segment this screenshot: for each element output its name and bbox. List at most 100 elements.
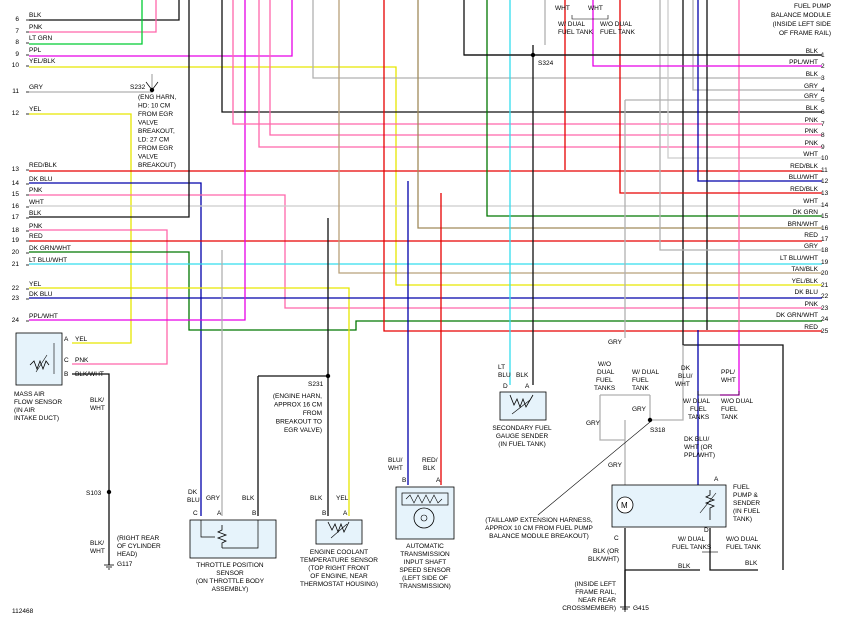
atss-winding [405, 494, 443, 504]
pump-blk2: BLK [745, 560, 758, 567]
wire-l24-pplwht [29, 0, 246, 321]
wire-top-gry2 [692, 0, 822, 91]
wire-top-tan [338, 0, 822, 274]
wire-l15-pnk [29, 194, 822, 309]
right-pin-number: 15 [821, 213, 829, 220]
s232-note-line: (ENG HARN, [138, 94, 176, 101]
ect-title-4: OF ENGINE, NEAR [310, 573, 368, 580]
g117-note-3: HEAD) [117, 551, 137, 558]
gry-callout [537, 421, 651, 516]
right-pin-label: BLK [806, 71, 819, 78]
right-pin-number: 5 [821, 97, 825, 104]
left-pin-label: RED/BLK [29, 162, 57, 169]
splice-s324: S324 [530, 52, 554, 67]
tps-title-2: SENSOR [216, 570, 244, 577]
module-title-line4: OF FRAME RAIL) [779, 30, 831, 37]
g415-note-2: FRAME RAIL, [575, 589, 616, 596]
tps-title-1: THROTTLE POSITION [196, 562, 263, 569]
right-pin-label: BLK [806, 105, 819, 112]
wires [29, 0, 822, 610]
right-pin-label: WHT [803, 151, 818, 158]
left-pin-number: 14 [12, 180, 20, 187]
gry-wodual-4: TANKS [594, 385, 616, 392]
pump-pin-c: C [614, 535, 619, 542]
sec-title-2: GAUGE SENDER [496, 433, 549, 440]
pump-wdual-1: W/ DUAL [678, 536, 705, 543]
s103-label: S103 [86, 490, 102, 497]
wire-pump-d [709, 528, 758, 571]
top-dual-2: FUEL TANK [558, 29, 594, 36]
sec-pin-a: A [525, 383, 530, 390]
maf-pin-b-wire: BLK/WHT [75, 371, 104, 378]
right-pin-label: RED [804, 324, 818, 331]
right-pin-label: YEL/BLK [792, 278, 819, 285]
right-pin-number: 2 [821, 63, 825, 70]
right-pin-number: 9 [821, 144, 825, 151]
wire-top-pnk1 [232, 0, 822, 125]
right-pin-label: BLK [806, 48, 819, 55]
left-pin-number: 12 [12, 110, 20, 117]
wire-top-blk-right [682, 0, 784, 570]
top-bracket [571, 15, 609, 20]
left-pin-label: LT BLU/WHT [29, 257, 67, 264]
maf-pin-c-wire: PNK [75, 357, 89, 364]
pump-title-4: (IN FUEL [733, 508, 760, 515]
maf-title-1: MASS AIR [14, 391, 45, 398]
left-pin-label: DK BLU [29, 176, 53, 183]
pump-c-wire-1: BLK (OR [593, 548, 619, 555]
right-pin-number: 14 [821, 202, 829, 209]
splice-s318: S318 [647, 417, 666, 434]
wire-top-blu-right [697, 0, 822, 182]
atss-wire-a-2: BLK [423, 465, 436, 472]
s232-note-line: LD: 27 CM [138, 137, 169, 144]
atss-title-4: SPEED SENSOR [399, 567, 451, 574]
gry-wodual-3: FUEL [596, 377, 613, 384]
pump-c-wire-2: BLK/WHT) [588, 556, 619, 563]
atss-box [395, 486, 455, 540]
tps-pin-c: C [193, 510, 198, 517]
gry-below: GRY [608, 462, 623, 469]
right-pin-label: RED/BLK [790, 163, 818, 170]
module-title-line1: FUEL PUMP [794, 3, 831, 10]
maf-gnd-wire2-1: BLK/ [90, 540, 104, 547]
tps-wire-c-2: BLU [187, 497, 200, 504]
gry-wdual-2: FUEL [632, 377, 649, 384]
pump-wdual-1: W/ DUAL [683, 398, 710, 405]
left-pin-number: 16 [12, 203, 20, 210]
g415-label: G415 [633, 605, 649, 612]
gry-left: GRY [586, 420, 601, 427]
left-pin-number: 9 [15, 51, 19, 58]
pump-wodual-2: FUEL [721, 406, 738, 413]
wire-l10-yelblk [29, 66, 822, 286]
right-pin-label: PPL/WHT [789, 59, 818, 66]
wire-top-gry1 [312, 0, 822, 79]
wire-l9-ppl [29, 0, 293, 57]
left-pin-number: 17 [12, 214, 20, 221]
module-title-line3: (INSIDE LEFT SIDE [773, 21, 832, 28]
right-pin-number: 4 [821, 87, 825, 94]
s231-dot [325, 373, 331, 379]
gry-top: GRY [608, 339, 623, 346]
sec-title-1: SECONDARY FUEL [492, 425, 552, 432]
gry-wdual-1: W/ DUAL [632, 369, 659, 376]
atss-wire-b-2: WHT [388, 465, 403, 472]
right-pin-number: 7 [821, 121, 825, 128]
right-pin-number: 20 [821, 270, 829, 277]
taillamp-note: (TAILLAMP EXTENSION HARNESS, APPROX 10 C… [485, 517, 593, 540]
taillamp-note-1: (TAILLAMP EXTENSION HARNESS, [485, 517, 593, 524]
right-pin-number: 24 [821, 316, 829, 323]
wire-top-blk1 [221, 0, 822, 113]
s232-note-line: FROM EGR [138, 111, 173, 118]
wire-top-red [383, 0, 822, 332]
wire-top-brnwht [417, 0, 822, 229]
wire-l6-blk [29, 0, 180, 21]
right-pin-label: PNK [805, 128, 819, 135]
wire-top-pnk2 [258, 0, 822, 148]
maf-gnd-wire2-2: WHT [90, 548, 105, 555]
atss-title-5: (LEFT SIDE OF [402, 575, 448, 582]
wire-l8-ltgrn [29, 0, 143, 45]
right-pin-label: BLU/WHT [789, 174, 818, 181]
ground-g415: G415 (INSIDE LEFT FRAME RAIL, NEAR REAR … [562, 581, 649, 612]
